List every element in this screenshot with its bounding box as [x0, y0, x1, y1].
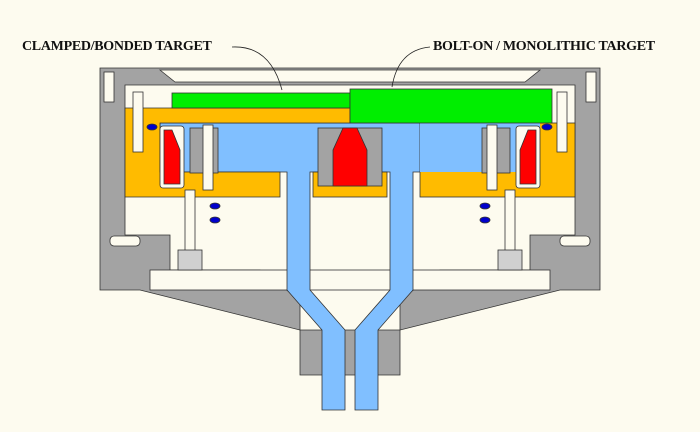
magnet-left [163, 129, 181, 185]
clamp-nut-left [177, 249, 203, 271]
bolt-icon [103, 71, 115, 103]
bolt-icon [132, 91, 144, 153]
leader-line-right [391, 46, 431, 88]
label-clamped-bonded-target: CLAMPED/BONDED TARGET [22, 39, 212, 54]
leader-line-left [231, 46, 283, 91]
magnet-center [332, 127, 368, 187]
housing-top-opening [158, 69, 542, 83]
o-rings [146, 123, 553, 224]
bolt-icon [556, 91, 568, 153]
magnet-right [519, 129, 537, 185]
bolt-icon [585, 71, 597, 103]
water-fitting-right [559, 235, 591, 247]
clamp-nut-right [497, 249, 523, 271]
label-bolt-on-monolithic-target: BOLT-ON / MONOLITHIC TARGET [433, 39, 655, 54]
bolt-icon [202, 124, 214, 191]
clamped-bonded-target [171, 92, 351, 109]
base-step [149, 269, 551, 291]
water-fitting-left [109, 235, 141, 247]
bolt-on-monolithic-target [349, 88, 553, 124]
bolt-icon [486, 124, 498, 191]
